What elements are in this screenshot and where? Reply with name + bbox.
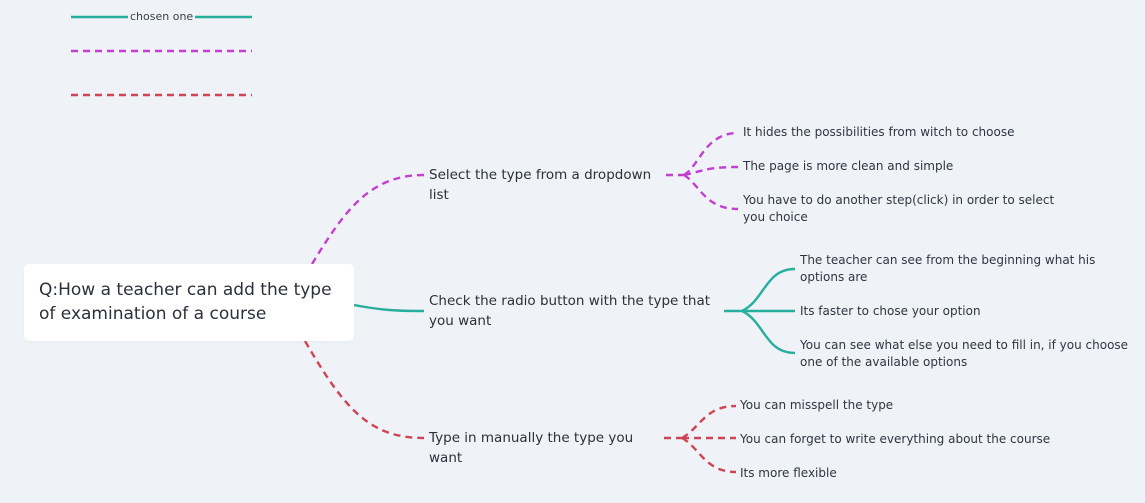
connector-branch-3-leaf-3 [681,436,737,474]
connector-branch-1-leaf-2 [683,165,739,177]
leaf-dropdown-3[interactable]: You have to do another step(click) in or… [743,193,1055,224]
leaf-radio-1[interactable]: The teacher can see from the beginning w… [800,253,1096,284]
leaf-dropdown-1[interactable]: It hides the possibilities from witch to… [743,125,1015,139]
branch-dropdown-label[interactable]: Select the type from a dropdown list [429,167,652,203]
leaf-manual-2[interactable]: You can forget to write everything about… [740,432,1051,446]
leaf-radio-3[interactable]: You can see what else you need to fill i… [800,338,1129,369]
connector-branch-2-leaf-3 [741,309,796,355]
leaf-manual-1[interactable]: You can misspell the type [740,398,894,412]
connector-root-branch-2 [353,303,425,313]
leaf-radio-2[interactable]: Its faster to chose your option [800,304,981,318]
connector-branch-1-leaf-3 [683,173,739,211]
legend-label-chosen: chosen one [128,9,196,24]
branch-manual-label[interactable]: Type in manually the type you want [429,430,634,466]
leaf-manual-3[interactable]: Its more flexible [740,466,837,480]
connector-root-branch-3 [303,340,425,440]
leaf-dropdown-2[interactable]: The page is more clean and simple [743,159,954,173]
connector-branch-3-leaf-1 [681,404,737,440]
connector-root-branch-1 [310,173,425,265]
connector-branch-1-leaf-1 [683,131,739,177]
branch-radio-label[interactable]: Check the radio button with the type tha… [429,293,711,329]
connector-branch-2-leaf-1 [741,267,796,313]
root-question-node[interactable]: Q:How a teacher can add the type of exam… [24,264,354,341]
root-question-text: Q:How a teacher can add the type of exam… [39,280,332,324]
